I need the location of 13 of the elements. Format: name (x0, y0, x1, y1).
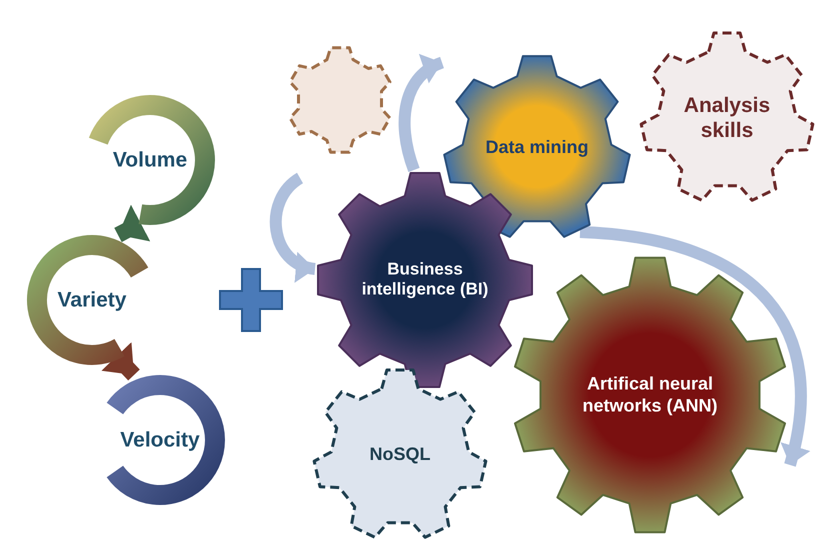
node-label: Analysis skills (682, 92, 772, 144)
node-label: Velocity (119, 427, 201, 453)
node-label: Volume (112, 147, 188, 173)
node-label: Business intelligence (BI) (360, 260, 490, 300)
curved-arrow (101, 342, 140, 380)
curved-arrow (580, 226, 810, 466)
node-label: Artifical neural networks (ANN) (581, 373, 718, 417)
node-label: Variety (56, 287, 128, 313)
curved-arrow (398, 56, 444, 172)
curved-arrow (270, 173, 316, 280)
curved-arrow (114, 204, 150, 242)
node-label: Data mining (484, 137, 590, 159)
node-label: NoSQL (368, 444, 432, 466)
